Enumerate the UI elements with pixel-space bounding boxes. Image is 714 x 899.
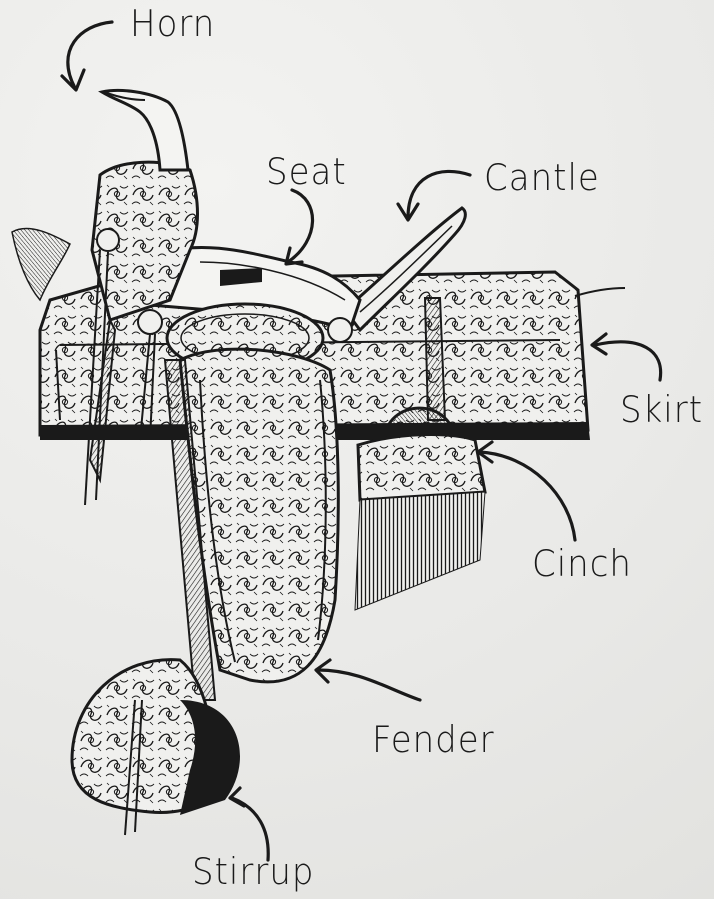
label-seat: Seat: [266, 150, 347, 193]
label-stirrup: Stirrup: [192, 850, 314, 893]
round-concho: [328, 318, 352, 342]
label-horn: Horn: [130, 2, 215, 45]
horn-shape: [102, 90, 188, 170]
label-skirt: Skirt: [620, 388, 703, 431]
label-fender: Fender: [372, 718, 495, 761]
sheepskin-fleece: [12, 229, 70, 300]
label-cinch: Cinch: [532, 542, 632, 585]
rope-line: [575, 288, 625, 296]
stirrup-shape: [72, 660, 240, 835]
label-cantle: Cantle: [484, 156, 600, 199]
